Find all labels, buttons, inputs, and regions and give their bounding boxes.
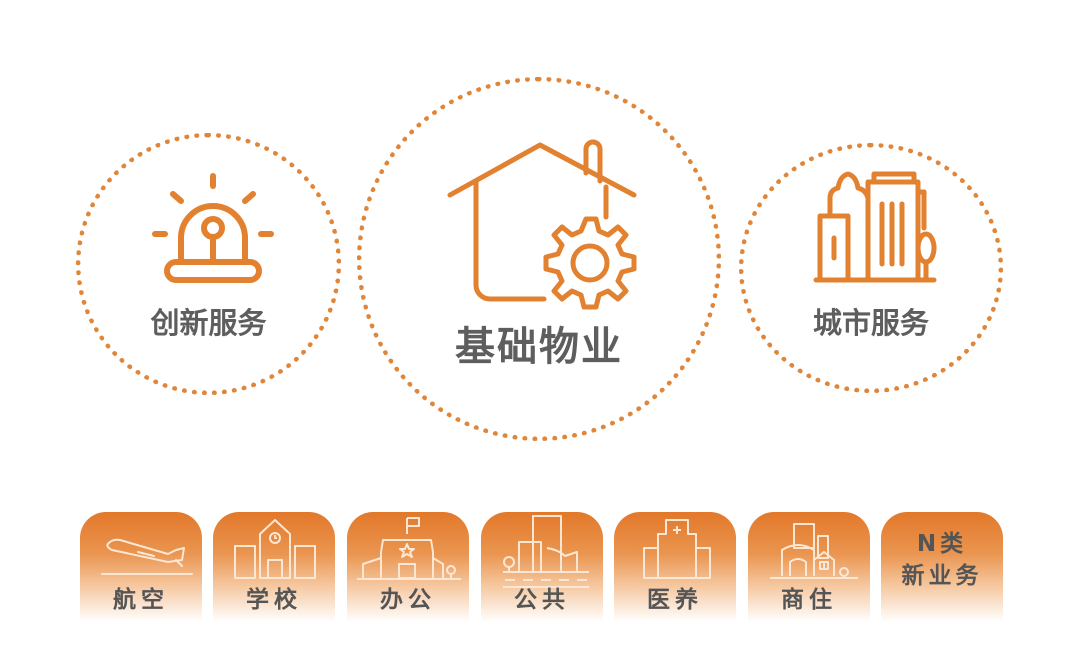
hospital-icon (643, 519, 711, 579)
basic-property-label: 基础物业 (455, 324, 623, 370)
school-building-icon (234, 519, 316, 579)
card-medical-care-label: 医养 (647, 587, 703, 613)
innovation-service-label: 创新服务 (150, 306, 267, 340)
city-service-circle: 城市服务 (739, 143, 1003, 393)
basic-property-circle: 基础物业 (357, 77, 721, 441)
card-office: 办公 (347, 512, 469, 622)
card-commercial-residential: 商住 (748, 512, 870, 622)
card-n-new-business-label: N类 新业务 (881, 528, 1003, 592)
city-service-label: 城市服务 (812, 306, 929, 340)
card-public: 公共 (481, 512, 603, 622)
card-n-new-business-line1: N类 (916, 531, 968, 557)
card-aviation-label: 航空 (113, 587, 169, 613)
card-commercial-residential-label: 商住 (781, 587, 837, 613)
house-gear-icon (447, 139, 637, 310)
card-n-new-business-line2: 新业务 (901, 563, 983, 589)
city-buildings-icon (813, 171, 937, 283)
card-public-label: 公共 (514, 587, 570, 613)
card-school-label: 学校 (246, 587, 302, 613)
card-office-label: 办公 (380, 587, 436, 613)
public-buildings-road-icon (503, 515, 589, 588)
card-school: 学校 (213, 512, 335, 622)
airplane-takeoff-icon (101, 538, 193, 575)
card-aviation: 航空 (80, 512, 202, 622)
innovation-service-circle: 创新服务 (76, 133, 341, 395)
office-building-flag-icon (357, 517, 461, 580)
commercial-residential-icon (770, 523, 858, 579)
card-medical-care: 医养 (614, 512, 736, 622)
card-n-new-business: N类 新业务 (881, 512, 1003, 622)
alarm-beacon-icon (152, 173, 274, 283)
